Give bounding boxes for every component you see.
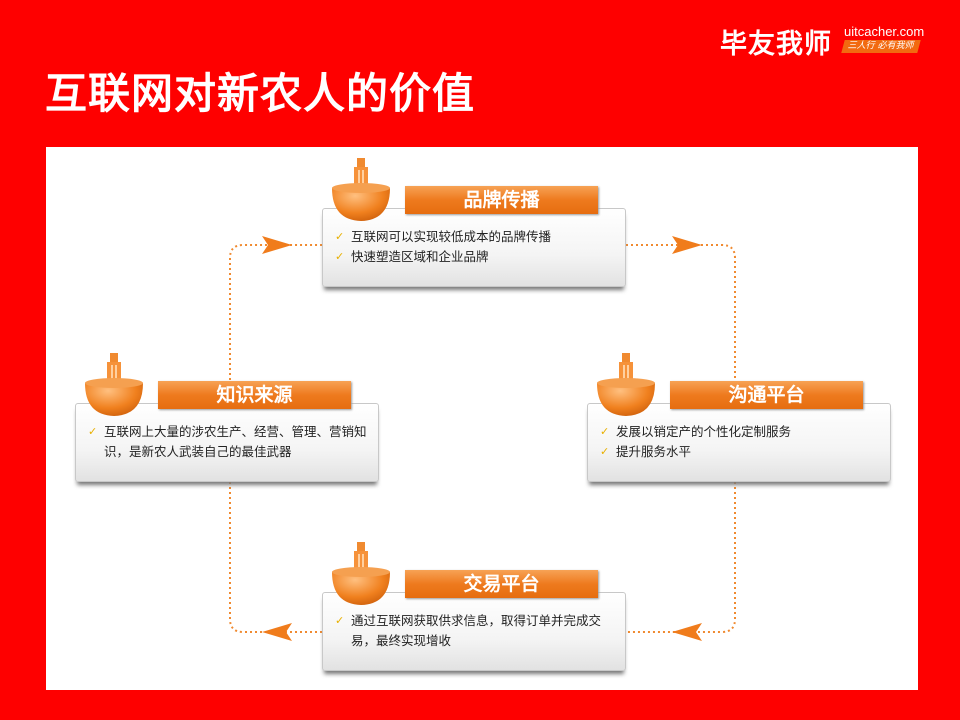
node-label: 沟通平台 <box>670 381 863 409</box>
check-icon: ✓ <box>335 614 345 627</box>
check-icon: ✓ <box>335 230 345 243</box>
bowl-icon <box>330 158 392 224</box>
node-box: ✓ 通过互联网获取供求信息，取得订单并完成交易，最终实现增收 <box>322 592 626 671</box>
list-item: ✓ 提升服务水平 <box>600 442 890 462</box>
bullet-list: ✓ 互联网上大量的涉农生产、经营、管理、营销知识，是新农人武装自己的最佳武器 <box>88 422 378 462</box>
check-icon: ✓ <box>600 445 610 458</box>
connector-left-top <box>229 244 322 400</box>
check-icon: ✓ <box>88 425 98 438</box>
node-label: 知识来源 <box>158 381 351 409</box>
list-item: ✓ 互联网可以实现较低成本的品牌传播 <box>335 227 625 247</box>
check-icon: ✓ <box>335 250 345 263</box>
check-icon: ✓ <box>600 425 610 438</box>
item-text: 提升服务水平 <box>616 444 692 459</box>
arrow-left-icon <box>672 623 702 641</box>
item-text: 互联网上大量的涉农生产、经营、管理、营销知识，是新农人武装自己的最佳武器 <box>104 424 367 459</box>
arrow-right-icon <box>672 236 702 254</box>
bullet-list: ✓ 通过互联网获取供求信息，取得订单并完成交易，最终实现增收 <box>335 611 625 651</box>
brand-logo: 毕友我师 <box>720 29 832 60</box>
list-item: ✓ 通过互联网获取供求信息，取得订单并完成交易，最终实现增收 <box>335 611 625 651</box>
node-label: 品牌传播 <box>405 186 598 214</box>
item-text: 发展以销定产的个性化定制服务 <box>616 424 792 439</box>
bowl-icon <box>330 542 392 608</box>
node-label: 交易平台 <box>405 570 598 598</box>
bullet-list: ✓ 互联网可以实现较低成本的品牌传播 ✓ 快速塑造区域和企业品牌 <box>335 227 625 267</box>
bullet-list: ✓ 发展以销定产的个性化定制服务 ✓ 提升服务水平 <box>600 422 890 462</box>
connector-top-right <box>626 244 736 403</box>
node-box: ✓ 发展以销定产的个性化定制服务 ✓ 提升服务水平 <box>587 403 891 482</box>
connector-right-bottom <box>626 482 736 633</box>
arrow-right-icon <box>262 236 292 254</box>
list-item: ✓ 互联网上大量的涉农生产、经营、管理、营销知识，是新农人武装自己的最佳武器 <box>88 422 378 462</box>
item-text: 快速塑造区域和企业品牌 <box>351 249 489 264</box>
list-item: ✓ 快速塑造区域和企业品牌 <box>335 247 625 267</box>
item-text: 互联网可以实现较低成本的品牌传播 <box>351 229 552 244</box>
bowl-icon <box>83 353 145 419</box>
connector-bottom-left <box>229 482 322 633</box>
list-item: ✓ 发展以销定产的个性化定制服务 <box>600 422 890 442</box>
arrow-left-icon <box>262 623 292 641</box>
page-title: 互联网对新农人的价值 <box>45 69 476 118</box>
item-text: 通过互联网获取供求信息，取得订单并完成交易，最终实现增收 <box>351 613 602 648</box>
brand-site: uitcacher.com <box>844 24 925 39</box>
node-box: ✓ 互联网可以实现较低成本的品牌传播 ✓ 快速塑造区域和企业品牌 <box>322 208 626 287</box>
bowl-icon <box>595 353 657 419</box>
